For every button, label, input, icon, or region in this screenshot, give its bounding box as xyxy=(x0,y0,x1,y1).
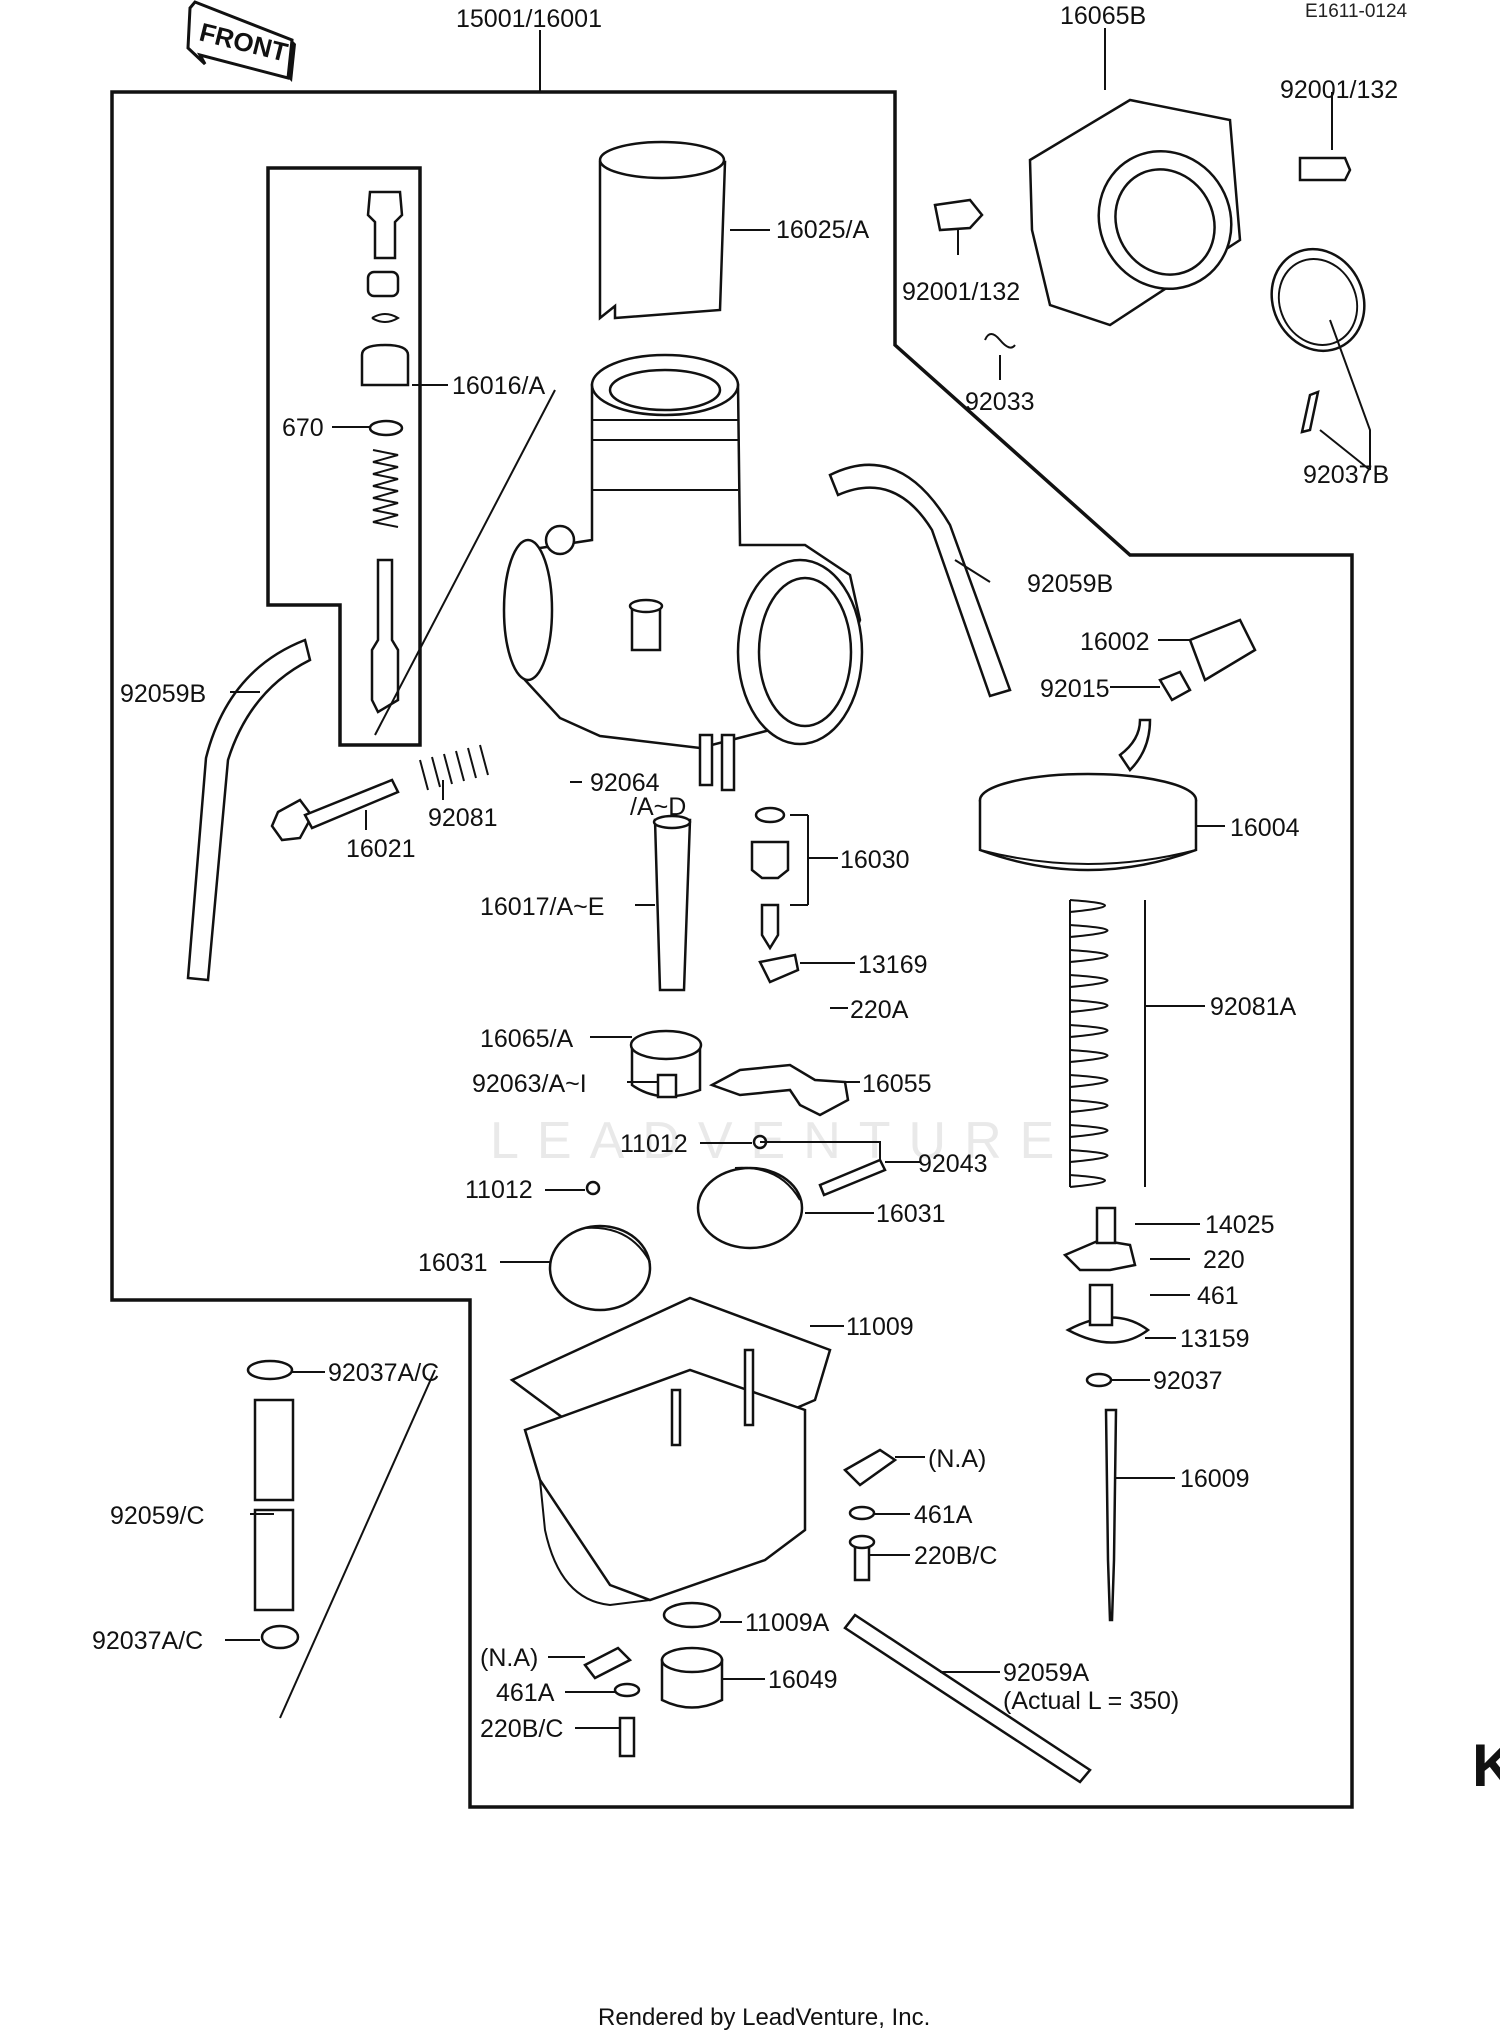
left-drain-fittings-part xyxy=(583,1646,641,1758)
label-461a-right: 461A xyxy=(914,1501,973,1529)
label-16031-right: 16031 xyxy=(876,1200,946,1228)
label-92059b-left: 92059B xyxy=(120,680,206,708)
label-16049: 16049 xyxy=(768,1666,838,1694)
label-461: 461 xyxy=(1197,1282,1239,1310)
throttle-spring-part xyxy=(1069,899,1109,1188)
label-92015: 92015 xyxy=(1040,675,1110,703)
spring-outline xyxy=(1069,900,1146,1187)
main-jet-part xyxy=(656,1073,678,1099)
bolt-part xyxy=(933,198,984,232)
label-92059a: 92059A xyxy=(1003,1659,1090,1687)
carburetor-body-part xyxy=(502,353,864,792)
label-220bc-right: 220B/C xyxy=(914,1542,997,1570)
vent-tube-part xyxy=(186,463,1012,982)
idle-screw-part xyxy=(270,744,489,842)
label-14025: 14025 xyxy=(1205,1211,1275,1239)
label-92063: 92063/A~I xyxy=(472,1070,587,1098)
label-92064: 92064 xyxy=(590,769,660,797)
drawing-code: E1611-0124 xyxy=(1305,1,1408,22)
label-actual-length: (Actual L = 350) xyxy=(1003,1687,1179,1715)
float-pin-part xyxy=(818,1158,887,1197)
label-16065a: 16065/A xyxy=(480,1025,573,1053)
label-16009: 16009 xyxy=(1180,1465,1250,1493)
label-16016a: 16016/A xyxy=(452,372,545,400)
label-11009a: 11009A xyxy=(745,1609,830,1637)
label-11012-b: 11012 xyxy=(465,1176,533,1204)
label-670: 670 xyxy=(282,414,324,442)
label-92037ac-top: 92037A/C xyxy=(328,1359,439,1387)
label-16017: 16017/A~E xyxy=(480,893,604,921)
label-92033: 92033 xyxy=(965,388,1035,416)
overflow-tube-part xyxy=(246,1359,300,1650)
drain-plug-part xyxy=(660,1601,724,1709)
label-92081: 92081 xyxy=(428,804,498,832)
label-92081a: 92081A xyxy=(1210,993,1297,1021)
float-bowl-part xyxy=(509,1296,832,1607)
label-11009: 11009 xyxy=(846,1313,914,1341)
pilot-screw-part xyxy=(1158,618,1257,702)
sub-assembly-outline xyxy=(266,166,422,747)
label-na-right: (N.A) xyxy=(928,1445,986,1473)
label-15001: 15001/16001 xyxy=(456,5,602,33)
label-220: 220 xyxy=(1203,1246,1245,1274)
jet-holder-part xyxy=(629,1029,703,1098)
float-valve-assembly-part xyxy=(360,190,410,714)
clamp-band-part xyxy=(1270,247,1366,434)
label-220a: 220A xyxy=(850,996,909,1024)
front-arrow-icon: FRONT xyxy=(186,0,296,82)
bolt-part xyxy=(1298,156,1352,182)
top-cap-part xyxy=(978,718,1198,872)
float-arm-part xyxy=(708,1063,850,1117)
label-16021: 16021 xyxy=(346,835,416,863)
label-92043: 92043 xyxy=(918,1150,988,1178)
label-a-d: /A~D xyxy=(630,793,686,821)
label-461a-left: 461A xyxy=(496,1679,555,1707)
label-13159: 13159 xyxy=(1180,1325,1250,1353)
label-11012-a: 11012 xyxy=(620,1130,688,1158)
label-16055: 16055 xyxy=(862,1070,932,1098)
label-92059c: 92059/C xyxy=(110,1502,205,1530)
drain-tube-part xyxy=(843,1613,1092,1784)
needle-jet-part xyxy=(652,814,692,992)
throttle-slide-part xyxy=(598,140,727,321)
label-92037b: 92037B xyxy=(1303,461,1389,489)
label-16030: 16030 xyxy=(840,846,910,874)
edge-letter: K xyxy=(1472,1732,1500,1799)
leader-lines xyxy=(225,28,1371,1729)
label-92037: 92037 xyxy=(1153,1367,1223,1395)
float-part xyxy=(548,1166,804,1312)
label-13169: 13169 xyxy=(858,951,928,979)
label-220bc-left: 220B/C xyxy=(480,1715,563,1743)
assembly-outline xyxy=(110,90,1354,1809)
footer-credit: Rendered by LeadVenture, Inc. xyxy=(598,2004,930,2031)
label-16065b: 16065B xyxy=(1060,2,1146,30)
jet-needle-part xyxy=(1104,1408,1118,1622)
label-16031-left: 16031 xyxy=(418,1249,488,1277)
needle-retainer-part xyxy=(1062,1206,1151,1388)
label-16025a: 16025/A xyxy=(776,216,869,244)
label-92059b-right: 92059B xyxy=(1027,570,1113,598)
clip-part xyxy=(984,333,1016,349)
ball-part xyxy=(585,1180,601,1196)
part-labels: 15001/16001 16065B 92001/132 16025/A 920… xyxy=(92,2,1398,1743)
intake-manifold-part xyxy=(1028,98,1242,327)
label-92037ac-bottom: 92037A/C xyxy=(92,1627,203,1655)
label-na-left: (N.A) xyxy=(480,1644,538,1672)
label-92001-mid: 92001/132 xyxy=(902,278,1020,306)
float-needle-part xyxy=(750,806,800,984)
label-92001-top: 92001/132 xyxy=(1280,76,1398,104)
label-16004: 16004 xyxy=(1230,814,1300,842)
drain-fittings-part xyxy=(842,1448,898,1582)
label-16002: 16002 xyxy=(1080,628,1150,656)
